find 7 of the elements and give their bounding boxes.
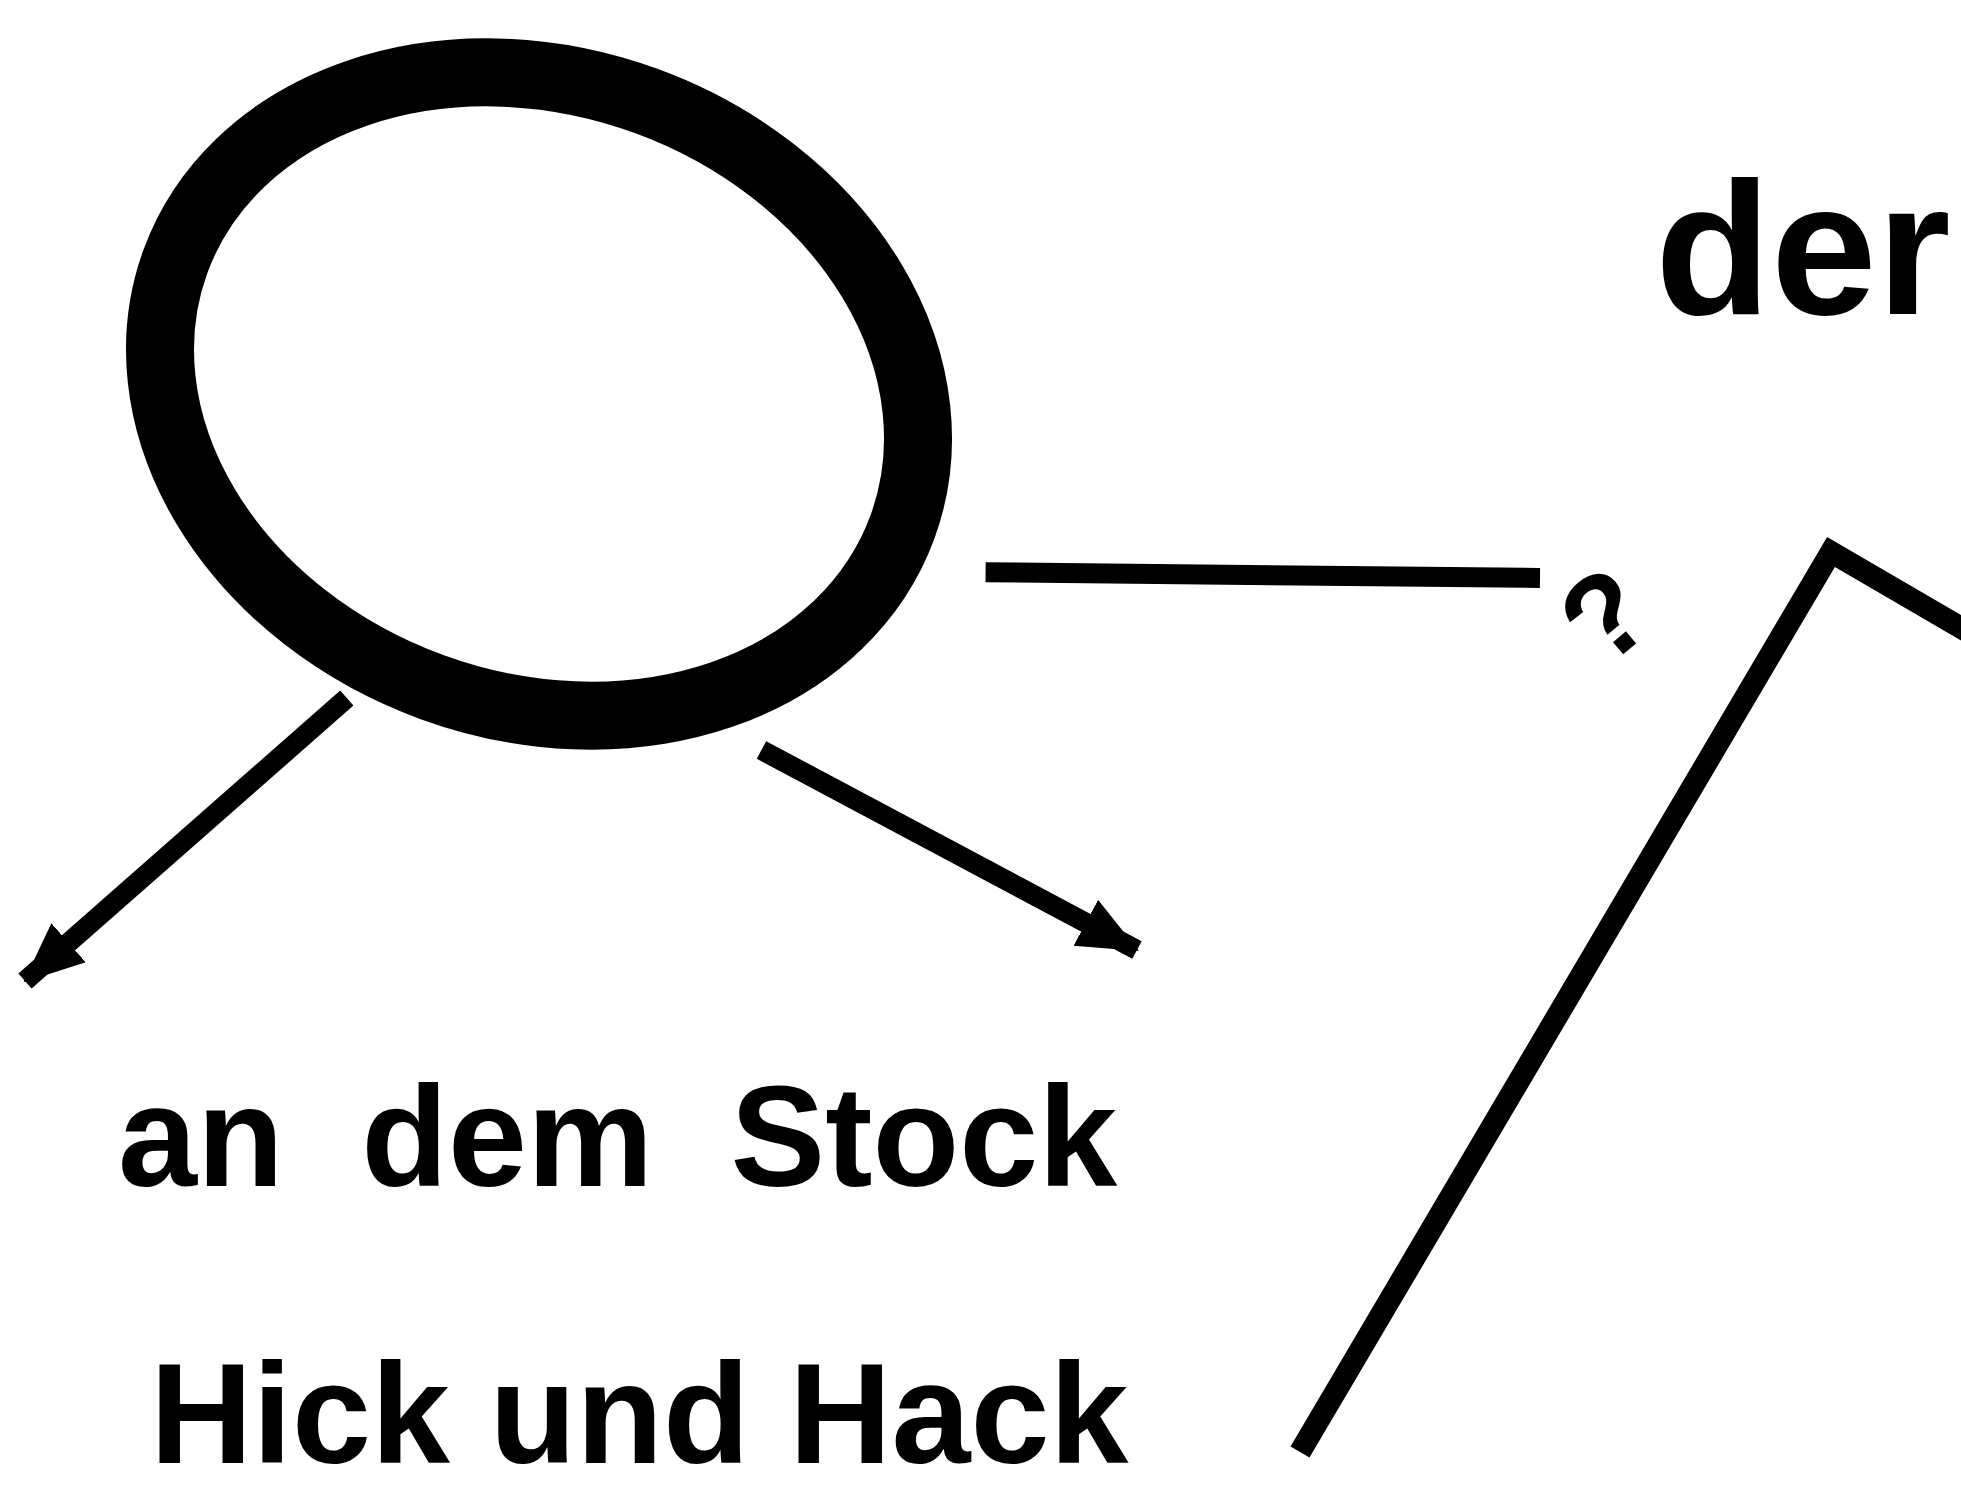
question-mark: ? [1538,545,1672,685]
arrow [18,690,354,989]
word-text: an dem Stock [118,1066,1118,1208]
word-text: der [1655,153,1951,343]
connector-line [985,562,1541,588]
arrow [756,741,1142,959]
word-text: Hick und Hack [150,1343,1129,1485]
